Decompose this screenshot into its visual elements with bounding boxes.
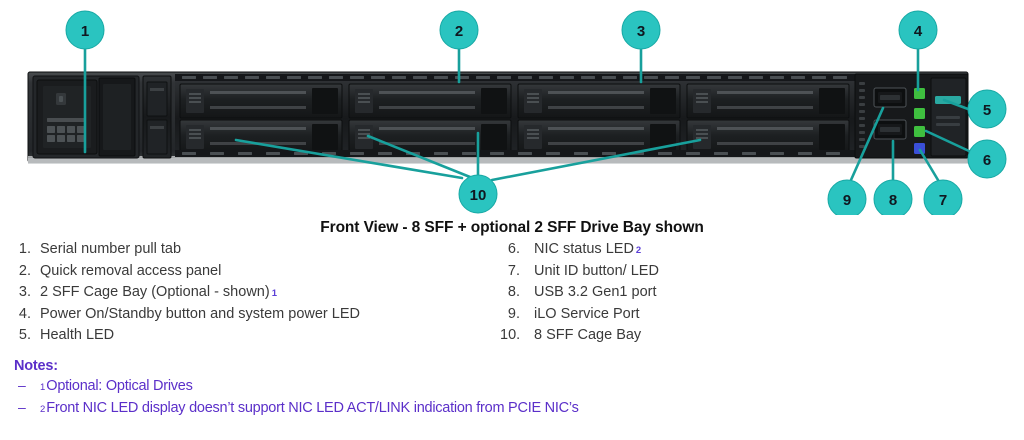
note-item-1-text: Optional: Optical Drives [46,378,193,394]
usb-3-2-gen1-port[interactable] [873,119,907,140]
note-item-1-dash: – [18,377,26,393]
legend-item-3-number: 3. [18,284,31,300]
legend-item-1-number: 1. [18,241,31,257]
callout-5-label: 5 [983,102,991,119]
legend-item-9-label: iLO Service Port [534,305,640,322]
legend-item-6-footnote-marker: 2 [635,245,642,256]
callout-6[interactable]: 6 [967,139,1007,179]
callout-leader-lines [83,47,971,182]
note-item-2-text: Front NIC LED display doesn’t support NI… [46,400,579,416]
nic-status-led [914,126,925,137]
front-control-panel [854,73,969,159]
health-led [914,108,925,119]
callout-7[interactable]: 7 [923,179,963,215]
legend-item-5-number: 5. [18,327,31,343]
legend-item-8: 8. USB 3.2 Gen1 port [500,284,960,306]
drive-carrier-grid [179,83,850,155]
legend-item-4-label: Power On/Standby button and system power… [40,305,360,322]
callout-3-label: 3 [637,23,645,40]
legend-item-5: 5. Health LED [14,327,484,349]
legend-item-2-number: 2. [18,262,31,279]
left-bezel-group [32,75,140,159]
drive-carrier[interactable] [179,119,343,155]
two-sff-cage-bay [142,75,172,159]
callout-9-label: 9 [843,192,851,209]
callout-9[interactable]: 9 [827,179,867,215]
legend-item-9-number: 9. [507,305,520,322]
callout-2[interactable]: 2 [439,10,479,50]
legend-item-3: 3. 2 SFF Cage Bay (Optional - shown) 1 [14,284,484,306]
legend-item-1-label: Serial number pull tab [40,241,182,257]
callout-2-label: 2 [455,23,463,40]
legend-item-10: 10. 8 SFF Cage Bay [500,327,960,349]
callout-7-label: 7 [939,192,947,209]
unit-id-button-led[interactable] [914,143,925,154]
callout-8[interactable]: 8 [873,179,913,215]
drive-carrier[interactable] [686,83,850,119]
legend-item-9: 9. iLO Service Port [500,306,960,328]
legend-item-10-label: 8 SFF Cage Bay [534,327,642,343]
drive-carrier[interactable] [348,83,512,119]
eight-sff-cage-bay [175,74,855,157]
legend-column-left: 1. Serial number pull tab 2. Quick remov… [14,241,484,349]
drive-carrier[interactable] [179,83,343,119]
legend-item-7-number: 7. [507,262,520,279]
ilo-service-port[interactable] [873,87,907,108]
note-item-2-marker: 2 [40,404,46,415]
legend-item-6-number: 6. [507,241,520,257]
legend-item-1: 1. Serial number pull tab [14,241,484,263]
note-item-2: – 2 Front NIC LED display doesn’t suppor… [14,399,1014,421]
callout-4-label: 4 [914,23,923,40]
serial-number-pull-tab[interactable] [36,79,98,155]
callout-8-label: 8 [889,192,897,209]
legend-item-2: 2. Quick removal access panel [14,263,484,285]
callout-1-label: 1 [81,23,89,40]
legend-item-4-number: 4. [18,305,31,322]
legend-item-7-label: Unit ID button/ LED [534,262,659,279]
legend-item-2-label: Quick removal access panel [40,262,222,279]
callout-4[interactable]: 4 [898,10,938,50]
server-chassis [27,71,969,164]
legend: 1. Serial number pull tab 2. Quick remov… [0,241,1024,359]
note-item-1-marker: 1 [40,382,46,393]
drive-carrier[interactable] [686,119,850,155]
callout-1[interactable]: 1 [65,10,105,50]
callout-10[interactable]: 10 [458,174,498,214]
legend-item-3-label: 2 SFF Cage Bay (Optional - shown) [40,284,270,300]
panel-handle[interactable] [935,96,961,104]
callout-3[interactable]: 3 [621,10,661,50]
legend-item-4: 4. Power On/Standby button and system po… [14,306,484,328]
legend-item-3-footnote-marker: 1 [271,288,277,299]
legend-item-7: 7. Unit ID button/ LED [500,263,960,285]
callout-10-label: 10 [470,187,487,204]
legend-item-6-label: NIC status LED [534,241,634,257]
drive-carrier[interactable] [517,119,681,155]
callout-5[interactable]: 5 [967,89,1007,129]
notes-heading: Notes: [14,358,58,374]
callout-6-label: 6 [983,152,991,169]
legend-item-8-label: USB 3.2 Gen1 port [534,284,657,300]
drive-carrier[interactable] [517,83,681,119]
server-illustration: 1 2 3 4 5 6 7 [27,10,1007,215]
callout-bubbles: 1 2 3 4 5 6 7 [65,10,1007,215]
note-item-2-dash: – [18,399,26,415]
note-item-1: – 1 Optional: Optical Drives [14,377,1014,399]
power-on-standby-button-led[interactable] [914,88,925,99]
legend-item-8-number: 8. [507,284,520,300]
legend-column-right: 6. NIC status LED 2 7. Unit ID button/ L… [500,241,960,349]
legend-item-6: 6. NIC status LED 2 [500,241,960,263]
legend-item-5-label: Health LED [40,327,115,343]
notes-section: Notes: – 1 Optional: Optical Drives – 2 … [14,358,1014,421]
figure-title: Front View - 8 SFF + optional 2 SFF Driv… [320,219,704,236]
legend-item-10-number: 10. [500,327,521,343]
